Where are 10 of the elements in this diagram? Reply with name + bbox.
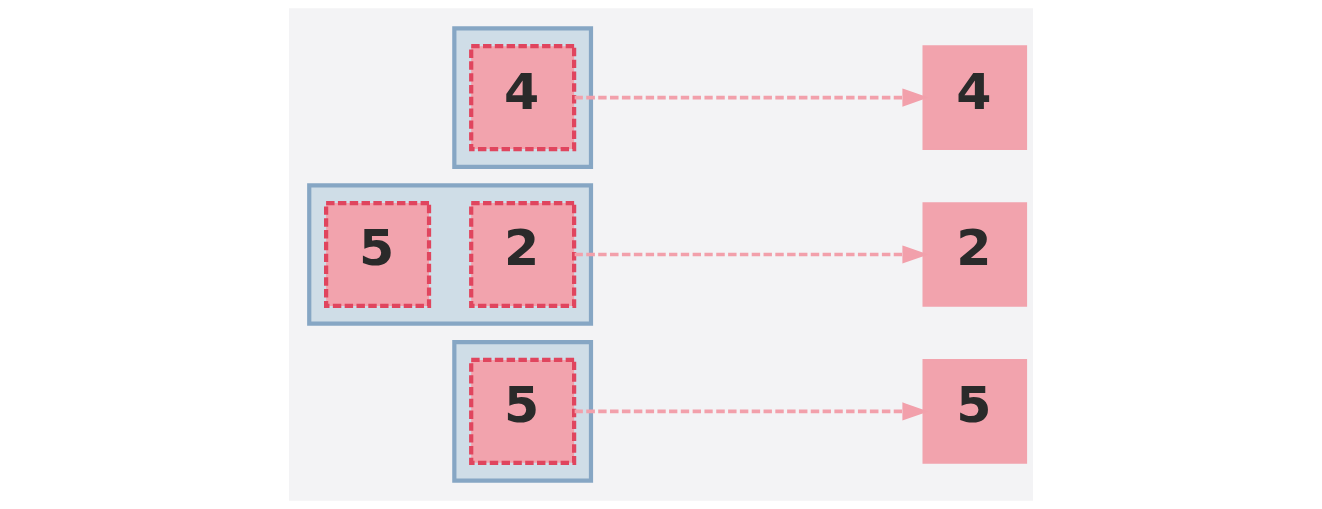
node-box: 2 <box>922 202 1028 307</box>
node-box: 5 <box>922 359 1028 464</box>
cluster <box>307 183 594 326</box>
node-box: 2 <box>469 200 577 309</box>
node-box: 4 <box>469 44 577 152</box>
node-box: 5 <box>469 357 577 465</box>
cluster <box>452 26 594 169</box>
cluster <box>452 340 594 483</box>
node-box: 4 <box>922 45 1028 150</box>
node-box: 5 <box>324 200 432 309</box>
